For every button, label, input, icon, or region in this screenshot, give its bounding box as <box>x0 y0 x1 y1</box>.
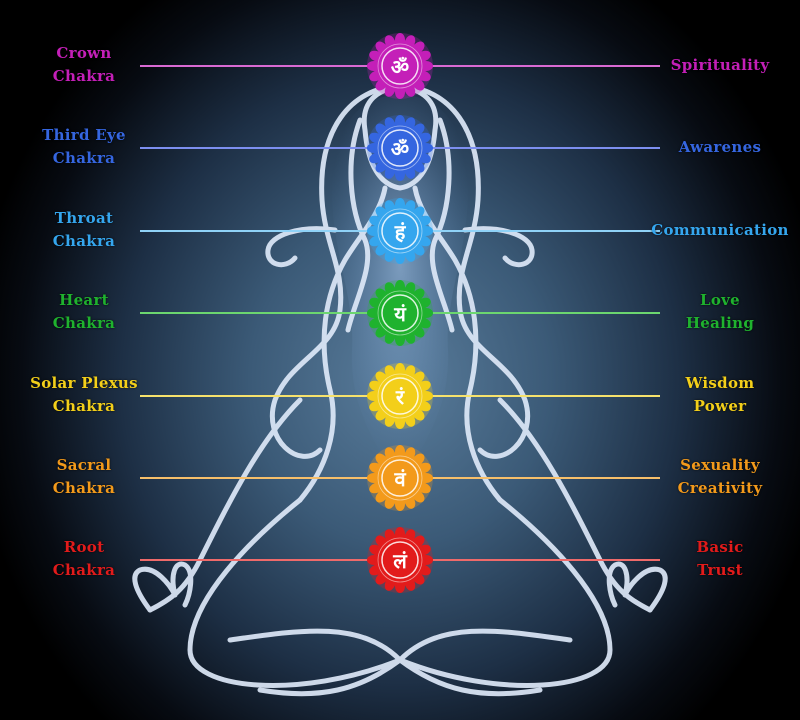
root-chakra-icon: लं <box>367 527 433 593</box>
chakra-suffix: Chakra <box>52 561 116 579</box>
root-glyph: लं <box>393 548 407 573</box>
quality-line-2: Healing <box>685 314 755 332</box>
chakra-suffix: Chakra <box>52 314 116 332</box>
quality-line-1: Awarenes <box>678 138 762 156</box>
quality-line-1: Basic <box>696 538 744 556</box>
chakra-name: Root <box>63 538 105 556</box>
third-eye-chakra-icon: ॐ <box>367 115 433 181</box>
solar-plexus-chakra-icon: रं <box>367 363 433 429</box>
quality-line-1: Communication <box>651 221 789 239</box>
chakra-suffix: Chakra <box>52 479 116 497</box>
right-hand <box>606 561 668 613</box>
chakra-suffix: Chakra <box>52 149 116 167</box>
quality-line-1: Spirituality <box>670 56 770 74</box>
crown-glyph: ॐ <box>390 54 410 79</box>
chakra-suffix: Chakra <box>52 67 116 85</box>
chakra-name: Third Eye <box>42 126 126 144</box>
sacral-chakra-icon: वं <box>367 445 433 511</box>
torso-right <box>412 185 503 503</box>
heart-chakra-icon: यं <box>367 280 433 346</box>
third-eye-glyph: ॐ <box>390 136 410 161</box>
chakra-name: Throat <box>54 209 114 227</box>
solar-plexus-glyph: रं <box>395 384 405 409</box>
chakra-suffix: Chakra <box>52 232 116 250</box>
left-hand <box>132 561 194 613</box>
quality-line-1: Wisdom <box>685 374 755 392</box>
chakra-name: Crown <box>56 44 112 62</box>
right-arm <box>497 397 653 613</box>
chakra-name: Solar Plexus <box>30 374 138 392</box>
throat-quality-label: Communication <box>640 219 800 242</box>
sacral-glyph: वं <box>394 466 406 491</box>
crown-quality-label: Spirituality <box>640 54 800 77</box>
chakra-name: Sacral <box>56 456 112 474</box>
chakra-suffix: Chakra <box>52 397 116 415</box>
quality-line-2: Power <box>693 397 747 415</box>
third-eye-quality-label: Awarenes <box>640 136 800 159</box>
torso-left <box>297 185 388 503</box>
head-outline <box>361 85 439 191</box>
quality-line-2: Trust <box>697 561 743 579</box>
crown-chakra-icon: ॐ <box>367 33 433 99</box>
heart-glyph: यं <box>394 301 406 326</box>
quality-line-1: Sexuality <box>680 456 760 474</box>
throat-glyph: हं <box>394 219 406 244</box>
left-arm <box>147 397 303 613</box>
chakra-name: Heart <box>59 291 109 309</box>
quality-line-2: Creativity <box>677 479 763 497</box>
quality-line-1: Love <box>699 291 740 309</box>
throat-chakra-icon: हं <box>367 198 433 264</box>
